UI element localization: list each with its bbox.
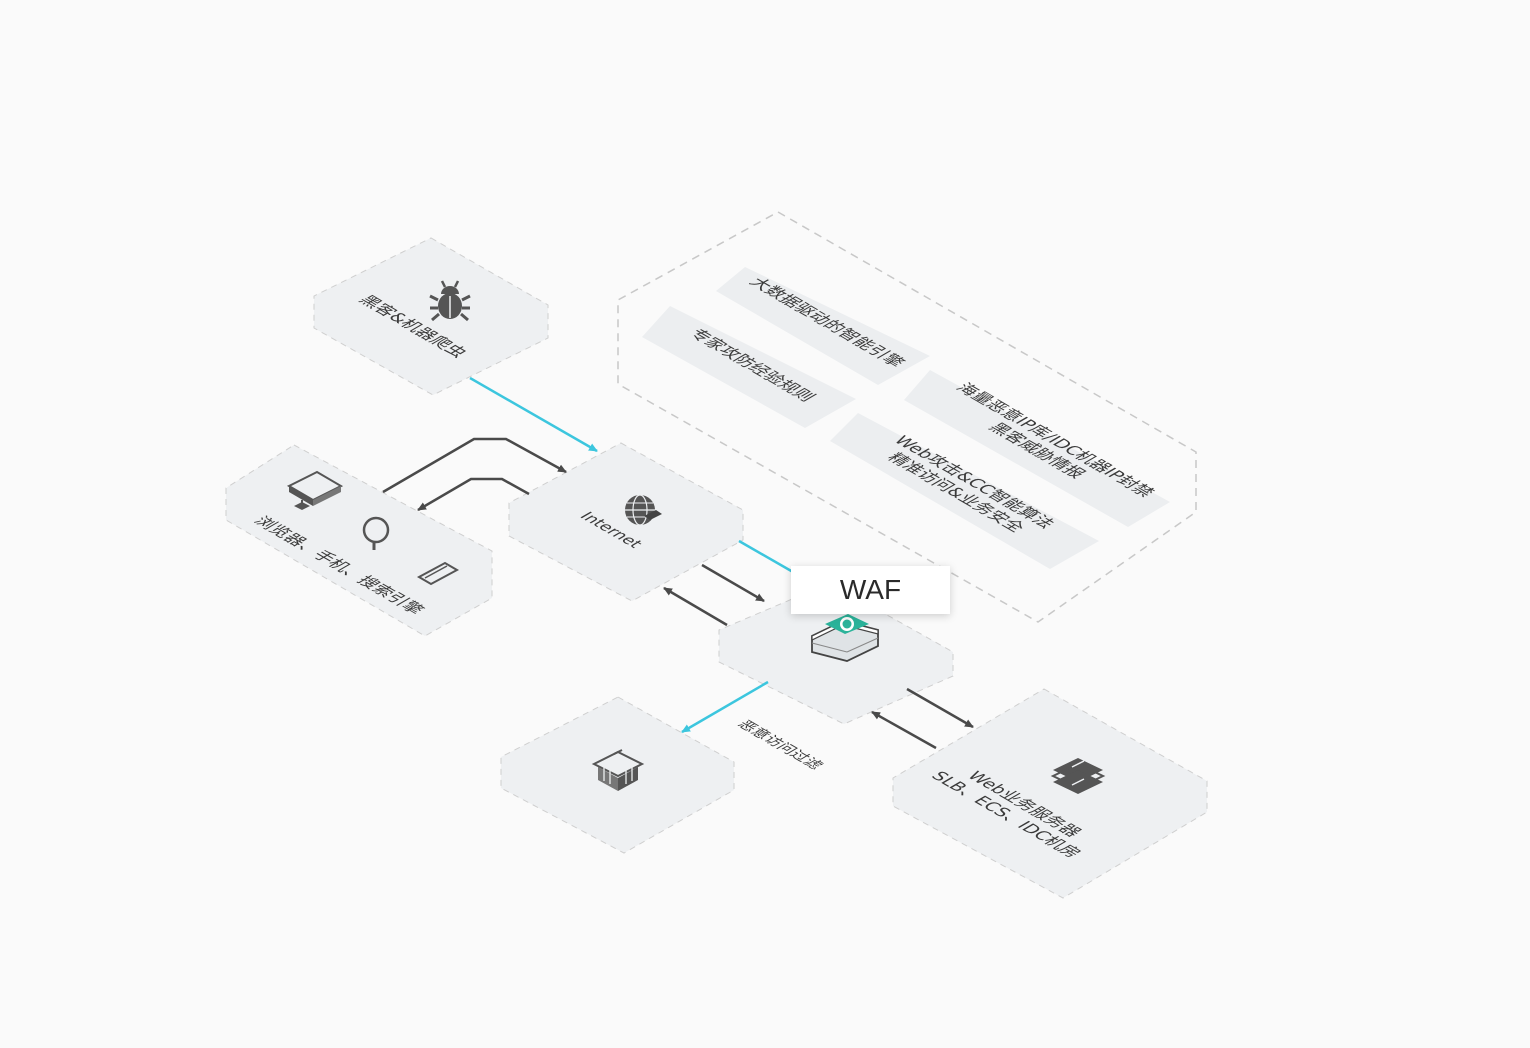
server-icon bbox=[1050, 758, 1106, 794]
monitor-icon bbox=[286, 470, 344, 510]
globe-icon bbox=[625, 494, 662, 526]
internet-to-clients-arrow bbox=[417, 477, 530, 512]
search-icon bbox=[362, 516, 390, 550]
feature-strip-3 bbox=[904, 370, 1170, 527]
tile-server bbox=[892, 688, 1208, 899]
waf-label: WAF bbox=[791, 566, 950, 614]
internet-to-waf-arrow bbox=[701, 563, 765, 603]
waf-to-internet-arrow bbox=[663, 586, 728, 627]
bug-icon bbox=[429, 280, 471, 322]
phone-icon bbox=[416, 561, 460, 586]
tile-hacker bbox=[313, 237, 549, 396]
feature-strip-1 bbox=[716, 267, 930, 385]
waf-shield-icon bbox=[811, 614, 879, 662]
waf-to-server-arrow bbox=[906, 687, 974, 729]
tile-clients bbox=[225, 444, 493, 637]
feature-strip-2 bbox=[642, 306, 856, 428]
waf-to-trash-line bbox=[681, 680, 769, 734]
tile-internet bbox=[508, 442, 744, 602]
hacker-to-internet-line bbox=[469, 376, 598, 453]
trash-icon bbox=[591, 749, 645, 791]
clients-to-internet-arrow bbox=[382, 437, 567, 494]
server-to-waf-arrow bbox=[871, 710, 937, 750]
feature-strip-4 bbox=[830, 413, 1099, 569]
capability-panel bbox=[617, 211, 1197, 623]
internet-to-waf-line bbox=[738, 539, 794, 574]
